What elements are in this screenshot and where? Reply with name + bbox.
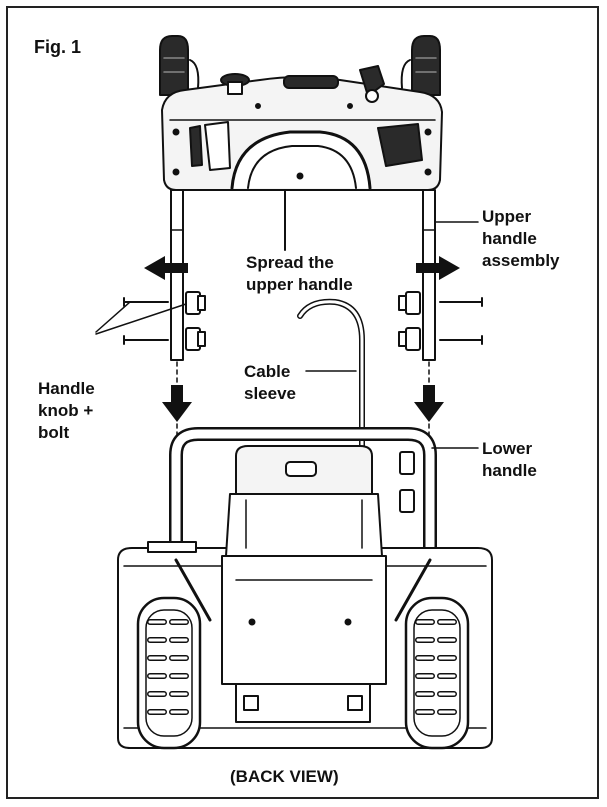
spread-arrows	[144, 256, 460, 280]
lower-handle	[169, 427, 437, 567]
leader-lines	[95, 221, 479, 449]
upper-handle-assembly	[159, 35, 443, 361]
down-arrows	[162, 361, 444, 441]
label-cable-sleeve: Cable sleeve	[244, 362, 296, 403]
view-caption: (BACK VIEW)	[230, 767, 339, 786]
label-upper-handle-assembly: Upper handle assembly	[482, 207, 560, 270]
figure-frame	[6, 6, 599, 799]
right-wheel	[404, 596, 470, 750]
spread-left-arrow	[144, 256, 188, 280]
figure-number: Fig. 1	[34, 37, 82, 57]
left-wheel	[136, 596, 202, 750]
leader-knob-bolt-2	[95, 303, 187, 335]
label-handle-knob-bolt: Handle knob + bolt	[38, 379, 95, 442]
knobs-and-bolts	[123, 291, 483, 351]
label-spread-upper-handle: Spread the upper handle	[246, 253, 353, 294]
leader-knob-bolt-1	[95, 301, 131, 333]
spread-right-arrow	[416, 256, 460, 280]
label-lower-handle: Lower handle	[482, 439, 537, 480]
